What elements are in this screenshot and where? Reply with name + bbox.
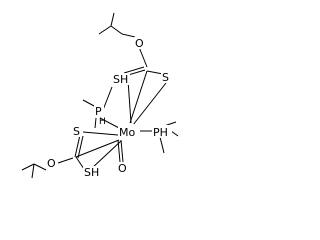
atom-mo: Mo bbox=[119, 126, 135, 139]
atom-p-left: P bbox=[95, 105, 102, 118]
xanthate-backbone-bottom bbox=[74, 131, 122, 170]
atom-o-top: O bbox=[135, 37, 144, 50]
atom-ph-right: PH bbox=[153, 126, 168, 139]
atom-h-on-p-left: H bbox=[99, 117, 106, 127]
molecule-structure: O SH S P H Mo PH S O SH O bbox=[21, 12, 179, 179]
atom-sh-bottom: SH bbox=[84, 166, 99, 179]
atom-sh-top: SH bbox=[113, 73, 128, 86]
phosphine-left bbox=[82, 86, 120, 129]
atom-s-left: S bbox=[73, 125, 80, 138]
atom-o-oxo: O bbox=[118, 162, 127, 175]
isopropyl-group-bottom bbox=[21, 157, 74, 179]
atom-s-top: S bbox=[162, 71, 169, 84]
atom-o-left: O bbox=[47, 157, 56, 170]
isopropyl-group-top bbox=[98, 12, 136, 38]
mo-oxo-bond bbox=[117, 139, 124, 163]
xanthate-backbone-top bbox=[123, 46, 167, 126]
